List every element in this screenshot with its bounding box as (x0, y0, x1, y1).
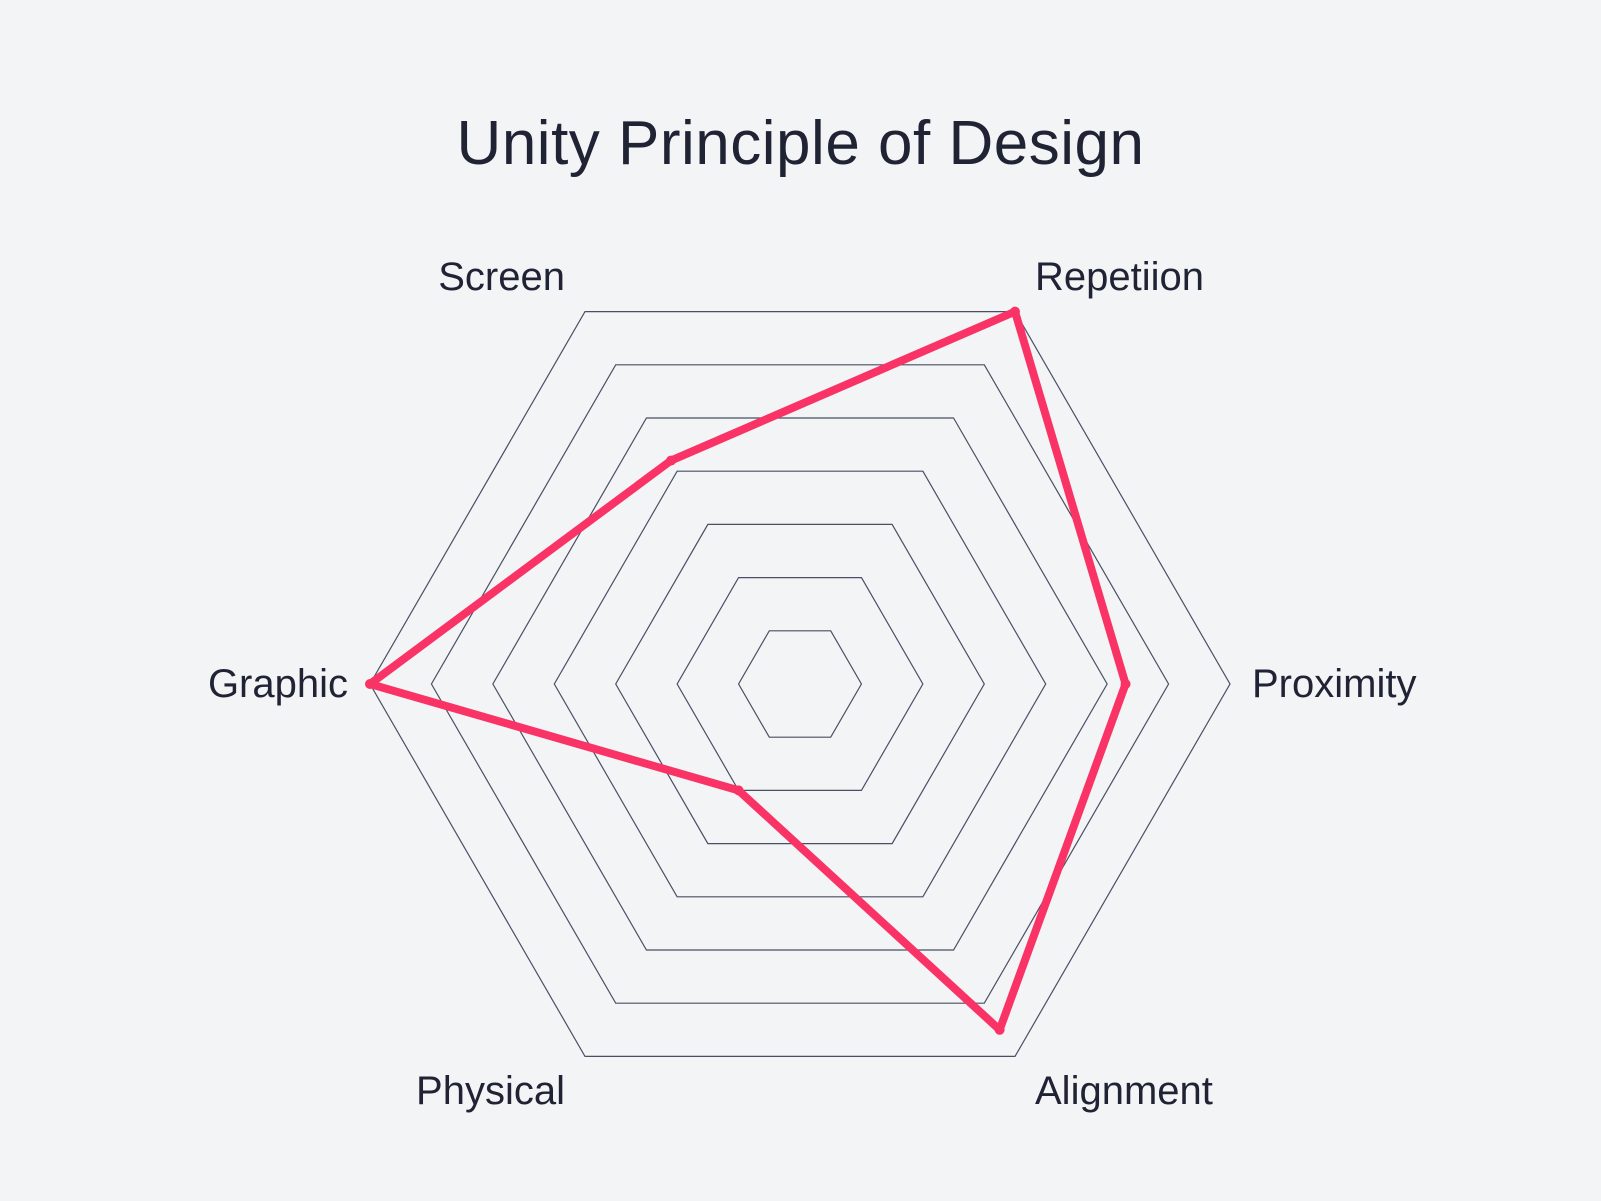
radar-grid (369, 311, 1231, 1057)
radar-series (365, 306, 1131, 1035)
axis-label-1: Proximity (1252, 662, 1416, 706)
grid-ring-4 (553, 470, 1047, 898)
chart-title: Unity Principle of Design (456, 109, 1145, 178)
axis-label-2: Alignment (1035, 1069, 1213, 1113)
axis-label-4: Graphic (208, 662, 348, 706)
grid-ring-2 (676, 576, 924, 792)
data-point-1 (1120, 679, 1131, 689)
data-point-2 (994, 1024, 1005, 1035)
data-point-5 (666, 455, 676, 466)
axis-label-3: Physical (416, 1069, 565, 1113)
grid-ring-7 (369, 311, 1231, 1057)
grid-ring-6 (430, 364, 1170, 1004)
axis-label-0: Repetiion (1035, 255, 1204, 299)
data-point-3 (733, 785, 744, 796)
grid-ring-5 (492, 417, 1108, 951)
grid-ring-1 (737, 630, 863, 738)
data-point-0 (1010, 306, 1020, 317)
grid-ring-3 (615, 523, 985, 845)
data-point-4 (365, 679, 375, 689)
axis-label-5: Screen (438, 255, 565, 299)
series-line-0 (366, 307, 1130, 1034)
